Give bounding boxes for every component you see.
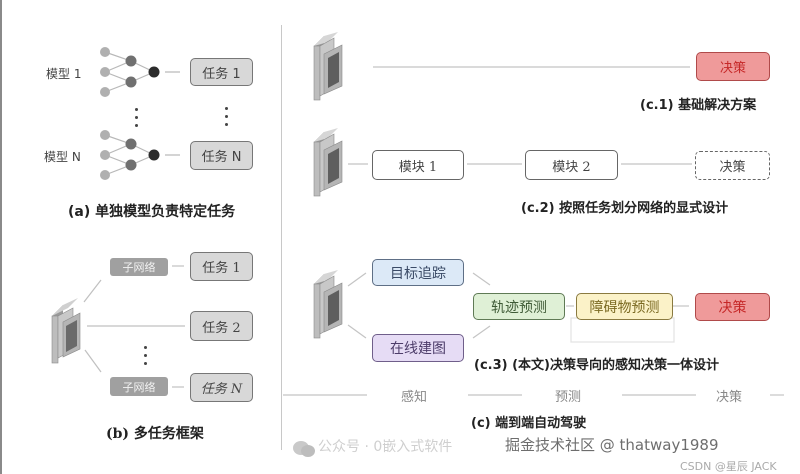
- task-1-box: 任务 1: [190, 252, 253, 281]
- panel-a-caption: (a) 单独模型负责特定任务: [68, 204, 236, 220]
- object-tracking-box: 目标追踪: [372, 259, 464, 286]
- left-border: [0, 0, 2, 474]
- module-1-box: 模块 1: [372, 150, 464, 180]
- task-n-box: 任务 N: [190, 141, 253, 170]
- module-2-box: 模块 2: [525, 150, 618, 180]
- panel-c1-caption: (c.1) 基础解决方案: [640, 98, 757, 113]
- panel-c-caption: (c) 端到端自动驾驶: [471, 416, 587, 431]
- stage-prediction: 预测: [555, 390, 582, 405]
- feature-stack-icon-c2: [313, 127, 343, 197]
- obstacle-prediction-box: 障碍物预测: [576, 293, 673, 320]
- ellipsis-icon: [135, 108, 139, 132]
- panel-c2-caption: (c.2) 按照任务划分网络的显式设计: [521, 201, 729, 216]
- stage-decision: 决策: [716, 390, 743, 405]
- watermark-wechat: 公众号 · 0嵌入式软件: [318, 439, 453, 455]
- wechat-icon: [292, 440, 316, 458]
- feature-stack-icon-c1: [313, 31, 343, 101]
- decision-box: 决策: [695, 293, 770, 321]
- feature-stack-icon: [51, 298, 81, 364]
- model-1-label: 模型 1: [46, 67, 82, 81]
- decision-box: 决策: [695, 151, 770, 180]
- panel-divider: [281, 25, 282, 450]
- feature-stack-icon-c3: [313, 269, 343, 339]
- online-mapping-box: 在线建图: [372, 334, 464, 362]
- watermark-csdn: CSDN @星辰 JACK: [680, 460, 777, 473]
- stage-perception: 感知: [401, 390, 428, 405]
- trajectory-prediction-box: 轨迹预测: [473, 293, 565, 320]
- task-n-box: 任务 N: [190, 373, 253, 402]
- panel-b-caption: (b) 多任务框架: [106, 426, 204, 442]
- ellipsis-icon: [144, 346, 148, 370]
- task-2-box: 任务 2: [190, 311, 253, 341]
- neural-net-icon-1: [100, 47, 180, 97]
- panel-c3-caption: (c.3) (本文)决策导向的感知决策一体设计: [474, 358, 719, 373]
- subnet-box-n: 子网络: [110, 377, 168, 396]
- decision-box: 决策: [696, 52, 770, 81]
- watermark-juejin: 掘金技术社区 @ thatway1989: [505, 436, 719, 454]
- task-1-box: 任务 1: [190, 58, 253, 86]
- model-n-label: 模型 N: [44, 150, 81, 164]
- neural-net-icon-n: [100, 130, 180, 180]
- subnet-box-1: 子网络: [110, 258, 168, 276]
- ellipsis-icon: [225, 107, 229, 131]
